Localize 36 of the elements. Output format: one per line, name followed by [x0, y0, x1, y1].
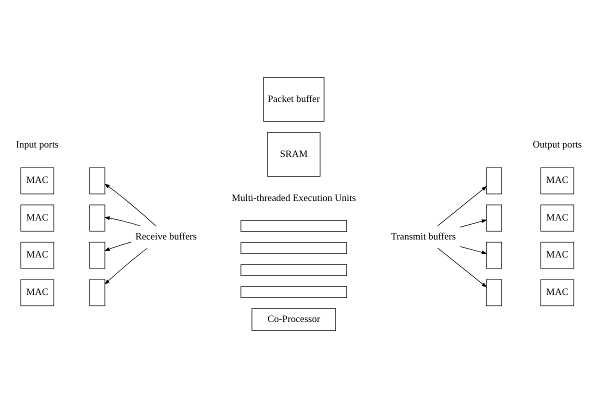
node-text: Receive buffers [135, 230, 197, 242]
label: Multi-threaded Execution Units [232, 192, 356, 204]
node-box [89, 241, 106, 268]
node-box [486, 166, 502, 194]
label: Output ports [532, 139, 582, 150]
arrow [437, 185, 488, 226]
arrow [438, 247, 488, 288]
node-box: MAC [540, 166, 574, 194]
node-box [240, 220, 347, 232]
node-box: MAC [20, 166, 54, 194]
arrow [104, 247, 148, 284]
node-box: SRAM [267, 132, 320, 176]
node-box: MAC [540, 278, 574, 306]
node-box [89, 166, 106, 194]
node-box [240, 264, 347, 276]
node-box: Co-Processor [252, 308, 336, 330]
node-box [486, 241, 502, 268]
node-box: MAC [540, 204, 574, 232]
node-box [486, 204, 502, 232]
node-box: Packet buffer [263, 76, 324, 122]
node-box: MAC [540, 241, 574, 268]
node-box: MAC [20, 241, 54, 268]
arrow [104, 183, 156, 226]
node-box: MAC [20, 204, 54, 232]
label: Input ports [16, 139, 59, 150]
node-box [240, 242, 347, 254]
arrow [104, 241, 132, 251]
arrow [104, 216, 141, 226]
node-box [89, 204, 106, 232]
arrow [460, 246, 488, 254]
node-box: MAC [20, 278, 54, 306]
node-text: Transmit buffers [390, 230, 456, 242]
node-box [89, 278, 106, 306]
arrow [460, 218, 488, 227]
node-box [240, 286, 347, 298]
node-box [486, 278, 502, 306]
